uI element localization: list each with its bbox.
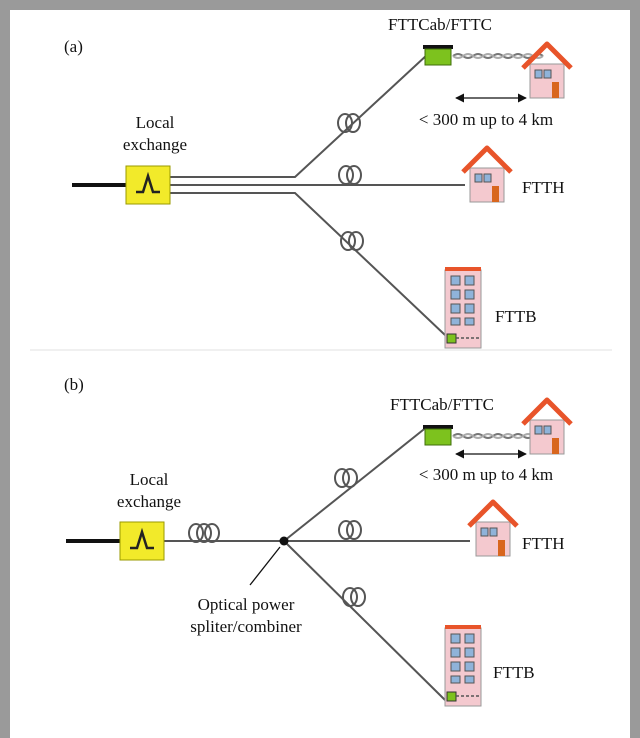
fiber-coil-icon — [338, 165, 362, 185]
distance-label: < 300 m up to 4 km — [419, 110, 553, 129]
splitter-leader-line — [249, 546, 281, 586]
apartment-building-icon — [444, 266, 482, 349]
ftth-label: FTTH — [522, 534, 565, 553]
panel-b: (b) Local exchange Optical power spliter… — [64, 375, 571, 707]
house-icon — [469, 502, 517, 556]
panel-a-label: (a) — [64, 37, 83, 56]
fiber-paths — [170, 53, 465, 336]
fiber-to-building — [283, 540, 446, 701]
exchange-label-line1: Local — [130, 470, 169, 489]
street-cabinet-icon — [422, 44, 454, 66]
splitter-label-line2: spliter/combiner — [190, 617, 302, 636]
fiber-to-building — [170, 192, 446, 336]
house-icon — [523, 400, 571, 454]
street-cabinet-icon — [422, 424, 454, 446]
splitter-node-icon — [279, 536, 289, 546]
house-icon — [523, 44, 571, 98]
ftth-label: FTTH — [522, 178, 565, 197]
fiber-coil-icon — [188, 523, 220, 543]
figure-canvas — [10, 10, 630, 738]
exchange-label-line1: Local — [136, 113, 175, 132]
exchange-switch-icon — [118, 520, 166, 562]
fiber-coil-icon — [342, 587, 366, 607]
copper-pair-icon — [452, 53, 544, 59]
exchange-label-line2: exchange — [117, 492, 181, 511]
exchange-label-line2: exchange — [123, 135, 187, 154]
fttb-label: FTTB — [493, 663, 535, 682]
fiber-coil-icon — [334, 468, 358, 488]
splitter-label-line1: Optical power — [198, 595, 295, 614]
fttcab-label: FTTCab/FTTC — [388, 15, 492, 34]
exchange-switch-icon — [124, 164, 172, 206]
apartment-building-icon — [444, 624, 482, 707]
fttcab-label: FTTCab/FTTC — [390, 395, 494, 414]
fttb-label: FTTB — [495, 307, 537, 326]
house-icon — [463, 148, 511, 202]
panel-a: (a) Local exchange FTTCab/FTTC < 300 m u… — [30, 15, 612, 351]
fiber-to-cabinet — [170, 53, 429, 178]
panel-b-label: (b) — [64, 375, 84, 394]
fiber-coil-icon — [337, 113, 361, 133]
distance-label: < 300 m up to 4 km — [419, 465, 553, 484]
fiber-coil-icon — [338, 520, 362, 540]
